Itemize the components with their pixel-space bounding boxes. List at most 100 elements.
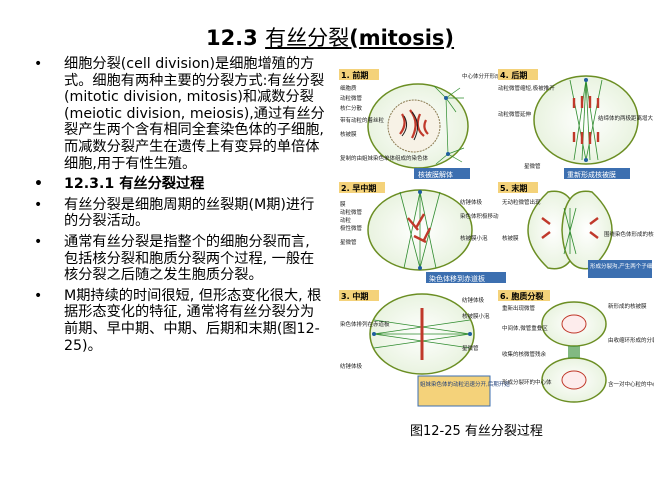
panel-anaphase: 4. 后期 动粒微管缩短,极被推开 动粒微管延伸 结缔体的两极距离增大 星微管: [498, 69, 654, 170]
fig-label: 核仁分散: [340, 104, 363, 112]
fig-label: 无动粒微管出现: [502, 198, 541, 206]
fig-label: 动粒微管缩短,极被推开: [498, 84, 555, 92]
centrosome-icon: [418, 190, 422, 194]
panel-prometaphase: 2. 早中期 膜 动粒微管 动粒 极性微管 星微管 纺锤体极 染色体积极移动 核…: [339, 182, 499, 271]
panel-label-bg: [498, 290, 550, 301]
panel-label-bg: [339, 69, 379, 80]
banner: [426, 272, 506, 283]
chromosome: [572, 96, 600, 108]
banner-text: 染色体移到赤道板: [429, 274, 485, 283]
centrosome-icon: [444, 96, 448, 100]
panel-prophase: 1. 前期 细胞质 动粒微管 核仁分散 带有动粒的着丝粒 核被膜 复制的由姐妹染…: [339, 69, 529, 169]
spindle-microtubules: [569, 79, 603, 161]
centrosome-icon: [584, 158, 588, 162]
panel-label-bg: [339, 182, 385, 193]
fig-label: 带有动粒的着丝粒: [340, 116, 385, 124]
centrosome-icon: [418, 266, 422, 270]
fig-label: 染色体排列在赤道板: [340, 320, 390, 328]
bullet-text: 有丝分裂是细胞周期的丝裂期(M期)进行的分裂活动。: [64, 196, 315, 230]
mitosis-diagram: 1. 前期 细胞质 动粒微管 核仁分散 带有动粒的着丝粒 核被膜 复制的由姐妹染…: [339, 69, 660, 407]
centrosome-icon: [468, 332, 472, 336]
bullet-item: • 细胞分裂(cell division)是细胞增殖的方式。细胞有两种主要的分裂方…: [28, 56, 328, 172]
bullet-dot-icon: •: [34, 176, 43, 193]
bullet-text: M期持续的时间很短, 但形态变化很大, 根据形态变化的特征, 通常将有丝分裂分为…: [64, 287, 322, 354]
panel-metaphase: 3. 中期 染色体排列在赤道板 纺锤体极 纺锤体极 核被膜小泡 星微管: [339, 290, 490, 375]
panel-label-bg: [498, 182, 538, 193]
fig-label: 极性微管: [340, 224, 363, 232]
fig-label: 纺锤体极: [462, 296, 485, 304]
banner-text: 重新形成核被膜: [567, 170, 616, 179]
spindle-microtubules: [563, 207, 577, 255]
fig-label: 膜: [340, 200, 346, 208]
chromosome: [572, 132, 600, 144]
bullet-dot-icon: •: [34, 287, 43, 304]
panel-label: 6. 胞质分裂: [500, 291, 543, 301]
fig-label: 由收缩环形成的分裂沟: [608, 336, 654, 344]
centrosome-icon: [446, 152, 450, 156]
fig-label: 核被膜: [502, 234, 519, 242]
title-zh: 有丝分裂: [265, 26, 350, 50]
fig-label: 结缔体的两极距离增大: [598, 114, 654, 122]
cell-membrane: [533, 75, 639, 165]
title-number: 12.3: [205, 26, 258, 50]
bullet-dot-icon: •: [34, 233, 43, 250]
centrosome-icon: [584, 78, 588, 82]
fig-label: 复制的由姐妹染色单体组成的染色体: [340, 154, 429, 162]
banner: [417, 375, 491, 407]
fig-label: 细胞质: [340, 84, 357, 92]
fig-label: 纺锤体极: [460, 198, 483, 206]
fig-label: 星微管: [524, 162, 541, 170]
nuclear-envelope: [387, 99, 441, 153]
bullet-text: 通常有丝分裂是指整个的细胞分裂而言, 包括核分裂和胞质分裂两个过程, 一般在核分…: [64, 233, 315, 284]
fig-label: 新形成的核被膜: [608, 302, 647, 310]
bullet-item: •有丝分裂是细胞周期的丝裂期(M期)进行的分裂活动。: [28, 197, 328, 230]
panel-label-bg: [339, 290, 379, 301]
panel-telophase: 5. 末期 无动粒微管出现 核被膜 围绕染色体形成的核被膜: [498, 182, 660, 270]
fig-label: 动粒: [340, 216, 352, 224]
panel-label: 3. 中期: [341, 291, 368, 301]
title-en: (mitosis): [349, 26, 455, 50]
centrosome-icon: [372, 332, 376, 336]
banner: [414, 168, 470, 179]
bullet-text: 12.3.1 有丝分裂过程: [64, 176, 205, 193]
chromosome: [407, 213, 432, 244]
fig-label: 形成分裂环的中心体: [502, 378, 552, 386]
fig-label: 动粒微管: [340, 208, 363, 216]
banner-text: 核被膜解体: [418, 170, 453, 179]
figure-caption: 图12-25 有丝分裂过程: [410, 424, 543, 439]
mitosis-figure: 1. 前期 细胞质 动粒微管 核仁分散 带有动粒的着丝粒 核被膜 复制的由姐妹染…: [338, 68, 660, 412]
fig-label: 围绕染色体形成的核被膜: [604, 230, 654, 238]
chromosome: [541, 217, 599, 239]
fig-label: 收集的核微管残余: [502, 350, 547, 358]
fig-label: 中间体,微管重叠区: [502, 324, 548, 332]
bullet-list: • 细胞分裂(cell division)是细胞增殖的方式。细胞有两种主要的分裂方…: [28, 56, 328, 358]
panel-label: 4. 后期: [500, 70, 527, 80]
panel-label-bg: [498, 69, 538, 80]
bullet-item: • 通常有丝分裂是指整个的细胞分裂而言, 包括核分裂和胞质分裂两个过程, 一般在核…: [28, 234, 328, 284]
fig-label: 纺锤体极: [340, 362, 363, 370]
panel-label: 5. 末期: [500, 183, 527, 193]
banner-text: 姐妹染色体的动粒迅速分开,后期开始: [420, 380, 510, 388]
midbody: [568, 346, 580, 358]
fig-label: 染色体积极移动: [460, 212, 499, 220]
fig-label: 星微管: [462, 344, 479, 352]
nucleus: [561, 314, 587, 334]
fig-label: 含一对中心粒的中心体: [608, 380, 654, 388]
banner: [564, 168, 630, 179]
bullet-item: • 12.3.1 有丝分裂过程: [28, 176, 328, 193]
fig-label: 中心体分开形成纺锤体的极: [462, 72, 529, 80]
fig-label: 核被膜: [340, 130, 357, 138]
fig-label: 动粒微管延伸: [498, 110, 532, 118]
nucleus: [561, 370, 587, 390]
bullet-dot-icon: •: [34, 56, 43, 72]
slide-title: 12.3 有丝分裂(mitosis): [0, 22, 660, 52]
bullet-text: 细胞分裂(cell division)是细胞增殖的方式。细胞有两种主要的分裂方式…: [64, 56, 325, 172]
fig-label: 核被膜小泡: [460, 234, 488, 242]
chromatid: [401, 111, 418, 141]
fig-label: 重新出现微管: [502, 304, 536, 312]
bullet-item: • M期持续的时间很短, 但形态变化很大, 根据形态变化的特征, 通常将有丝分裂分…: [28, 288, 328, 354]
fig-label: 核被膜小泡: [462, 312, 490, 320]
banner: [588, 260, 652, 278]
fig-label: 动粒微管: [340, 94, 363, 102]
panel-label: 2. 早中期: [341, 183, 376, 193]
